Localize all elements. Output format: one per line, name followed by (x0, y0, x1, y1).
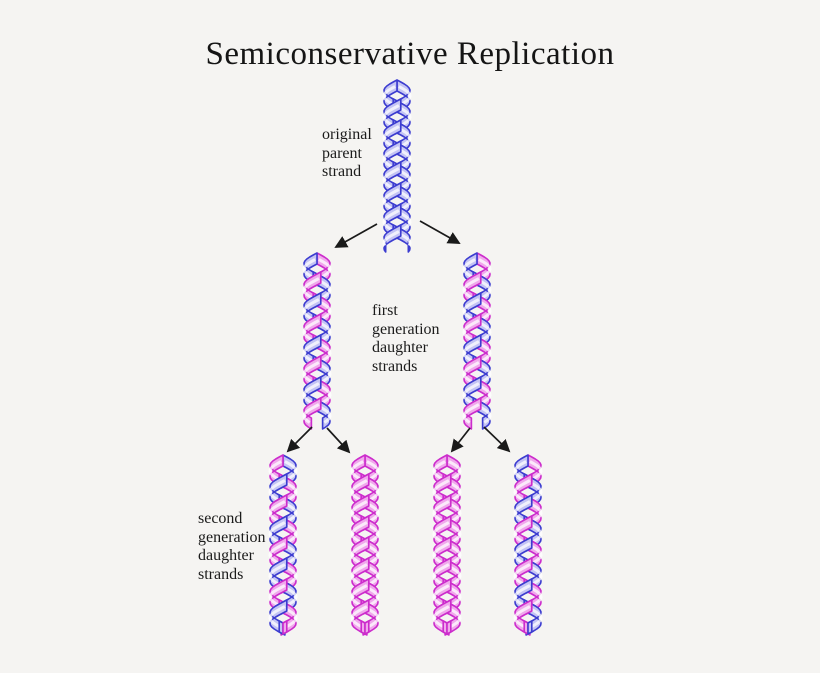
dna-helix-original-parent-strand (382, 79, 412, 253)
replication-arrow-3 (286, 426, 313, 453)
label-original-parent-strand: original parent strand (322, 126, 372, 180)
replication-arrows (286, 220, 511, 454)
diagram-title: Semiconservative Replication (205, 36, 615, 72)
dna-helix-second-generation-1 (268, 454, 298, 636)
dna-helix-second-generation-2 (350, 454, 380, 636)
replication-arrow-5 (450, 427, 471, 453)
replication-arrow-2 (419, 220, 461, 244)
label-second-generation-daughter-strands: second generation daughter strands (198, 510, 266, 583)
dna-helix-second-generation-3 (432, 454, 462, 636)
replication-arrow-4 (326, 427, 351, 454)
replication-arrow-1 (334, 223, 378, 248)
dna-helix-second-generation-4 (513, 454, 543, 636)
dna-helix-first-generation-right (462, 252, 492, 430)
replication-arrow-6 (483, 426, 511, 453)
label-first-generation-daughter-strands: first generation daughter strands (372, 302, 440, 375)
dna-helix-first-generation-left (302, 252, 332, 430)
